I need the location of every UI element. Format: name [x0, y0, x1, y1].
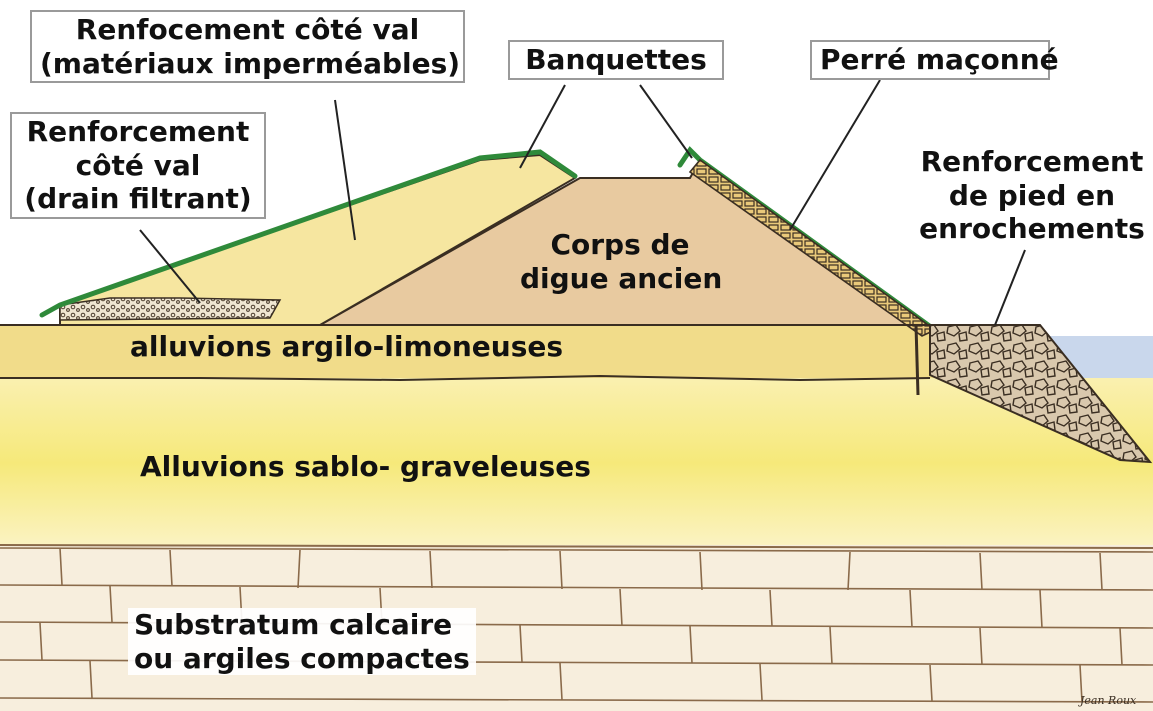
label-renfort-pied: Renforcement de pied en enrochements [912, 145, 1152, 246]
label-line: Perré maçonné [820, 43, 1040, 77]
label-line: Alluvions sablo- graveleuses [140, 450, 591, 484]
label-line: Banquettes [518, 43, 714, 77]
label-line: Renforcement [20, 115, 256, 149]
landside-drain-filtrant [60, 298, 280, 320]
label-line: de pied en [918, 179, 1146, 213]
label-line: Renforcement [918, 145, 1146, 179]
artist-signature: Jean Roux [1078, 694, 1137, 707]
label-line: Corps de [520, 228, 720, 262]
label-line: ou argiles compactes [134, 642, 470, 676]
label-corps-digue: Corps de digue ancien [520, 228, 720, 295]
label-line: (matériaux imperméables) [40, 47, 455, 81]
leader-banquette-right [640, 85, 692, 158]
leader-enrochements [995, 250, 1025, 325]
label-line: Substratum calcaire [134, 608, 470, 642]
label-line: Renfocement côté val [40, 13, 455, 47]
label-line: digue ancien [520, 262, 720, 296]
label-alluvions-sablo: Alluvions sablo- graveleuses [140, 450, 591, 484]
label-alluvions-argilo: alluvions argilo-limoneuses [130, 330, 563, 364]
leader-perre [790, 80, 880, 230]
label-banquettes: Banquettes [508, 40, 724, 80]
label-line: enrochements [918, 212, 1146, 246]
sheet-pile [916, 325, 918, 395]
label-line: côté val [20, 149, 256, 183]
label-renfort-val-drain: Renforcement côté val (drain filtrant) [10, 112, 266, 219]
label-renfort-val-impermeable: Renfocement côté val (matériaux imperméa… [30, 10, 465, 83]
label-substratum: Substratum calcaire ou argiles compactes [128, 608, 476, 675]
label-line: (drain filtrant) [20, 182, 256, 216]
label-perre-maconne: Perré maçonné [810, 40, 1050, 80]
label-line: alluvions argilo-limoneuses [130, 330, 563, 364]
